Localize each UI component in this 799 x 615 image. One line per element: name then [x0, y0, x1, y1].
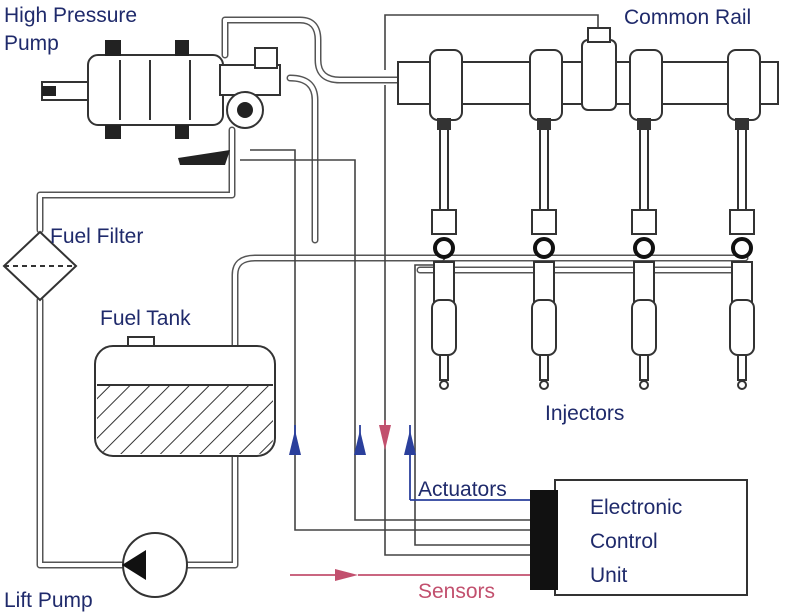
high-pressure-pump [41, 40, 281, 165]
injectors-label: Injectors [545, 402, 624, 425]
actuators-label: Actuators [418, 478, 507, 501]
injector [729, 118, 755, 390]
fuel-tank-label: Fuel Tank [100, 307, 191, 330]
injector [631, 118, 657, 390]
control-wires [240, 14, 599, 556]
sensors-label: Sensors [418, 580, 495, 603]
ecu-label-line2: Control [590, 530, 658, 553]
injector [431, 118, 457, 390]
fuel-tank [94, 336, 276, 457]
fuel-pipes [36, 16, 749, 569]
common-rail [397, 27, 779, 121]
fuel-filter [2, 230, 78, 302]
lift-pump [122, 532, 188, 598]
injector [531, 118, 557, 390]
high-pressure-pump-label-line2: Pump [4, 32, 59, 55]
actuator-arrows [289, 425, 530, 501]
fuel-filter-label: Fuel Filter [50, 225, 143, 248]
injectors [431, 118, 755, 390]
high-pressure-pump-label: High Pressure [4, 4, 137, 27]
common-rail-label: Common Rail [624, 6, 751, 29]
lift-pump-label: Lift Pump [4, 589, 93, 612]
sensor-arrows [290, 420, 530, 581]
ecu-label-line3: Unit [590, 564, 628, 587]
electronic-control-unit [530, 479, 748, 596]
ecu-label-line1: Electronic [590, 496, 682, 519]
